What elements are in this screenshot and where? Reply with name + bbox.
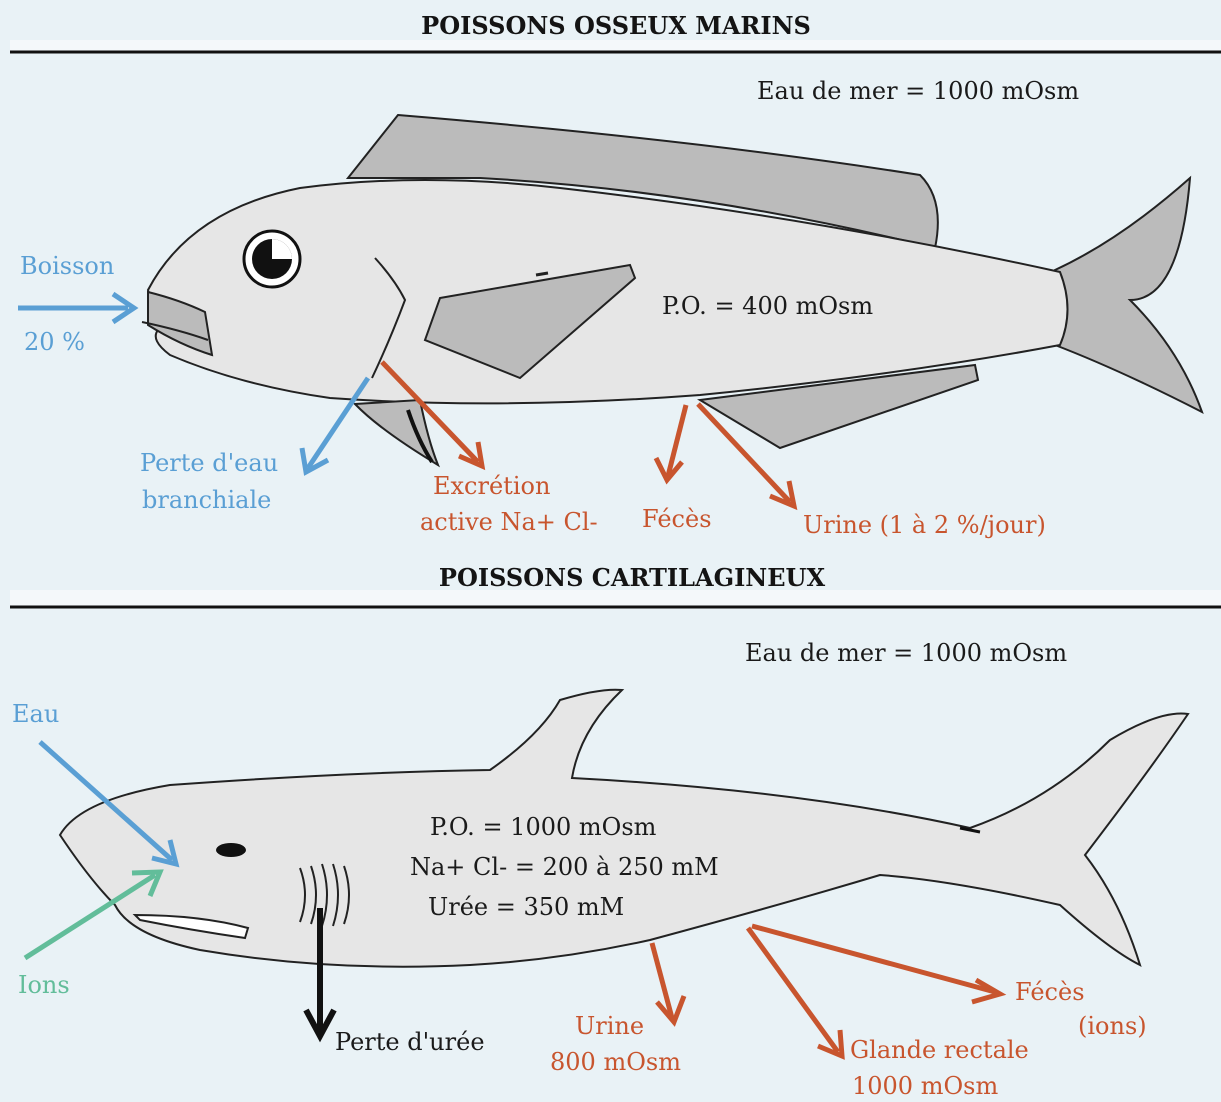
bottom-section-title: POISSONS CARTILAGINEUX [439,563,826,592]
urine-label: Urine (1 à 2 %/jour) [803,511,1046,539]
urea-loss-label: Perte d'urée [335,1028,485,1056]
top-section-title: POISSONS OSSEUX MARINS [421,11,811,40]
shark-eye-icon [216,843,246,857]
excretion-line2: active Na+ Cl- [420,508,598,536]
rectal-gland-line1: Glande rectale [850,1036,1029,1064]
shark-urea: Urée = 350 mM [428,893,624,921]
ions-label: Ions [18,971,70,999]
feces-label: Fécès [642,505,712,533]
rectal-gland-line2: 1000 mOsm [852,1072,998,1100]
bottom-sea-water-label: Eau de mer = 1000 mOsm [745,639,1067,667]
shark-urine-line2: 800 mOsm [550,1048,681,1076]
shark-urine-line1: Urine [575,1012,644,1040]
drink-label: Boisson [20,252,114,280]
fin-mark [536,273,548,275]
shark-feces-line1: Fécès [1015,978,1085,1006]
water-label: Eau [12,700,59,728]
shark-feces-line2: (ions) [1078,1012,1147,1040]
shark-nacl: Na+ Cl- = 200 à 250 mM [410,853,719,881]
bottom-title-bar [10,590,1221,606]
top-osmotic-pressure: P.O. = 400 mOsm [662,292,873,320]
shark-osmotic-pressure: P.O. = 1000 mOsm [430,813,657,841]
gill-loss-line1: Perte d'eau [140,449,278,477]
excretion-line1: Excrétion [433,472,550,500]
gill-loss-line2: branchiale [142,486,271,514]
top-sea-water-label: Eau de mer = 1000 mOsm [757,77,1079,105]
top-title-bar [10,40,1221,52]
drink-percent: 20 % [24,328,85,356]
